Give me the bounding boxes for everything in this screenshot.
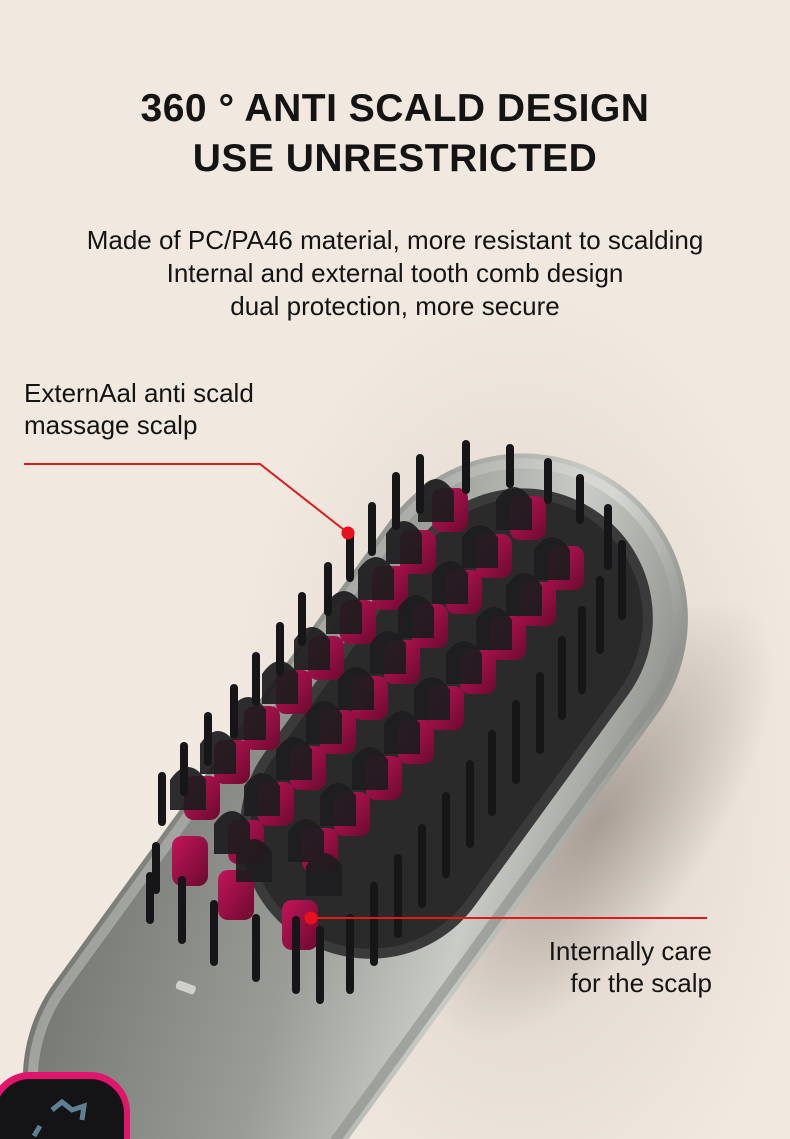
description-line-1: Made of PC/PA46 material, more resistant… [86, 225, 704, 255]
callout-leader-internal [304, 911, 707, 925]
description-line-3: dual protection, more secure [230, 291, 560, 321]
bristle-grid [146, 440, 626, 1004]
callout-external-line-2: massage scalp [24, 410, 198, 440]
lcd-display [0, 1072, 130, 1139]
callout-external-label: ExternAal anti scald massage scalp [24, 377, 254, 441]
callout-internal-label: Internally care for the scalp [549, 935, 712, 999]
description-line-2: Internal and external tooth comb design [166, 258, 624, 288]
callout-external-line-1: ExternAal anti scald [24, 378, 254, 408]
callout-internal-line-2: for the scalp [570, 968, 712, 998]
side-button [175, 980, 196, 995]
callout-internal-line-1: Internally care [548, 936, 712, 966]
brush-shadow [425, 597, 775, 1043]
headline-line-1: 360 ° ANTI SCALD DESIGN [140, 87, 650, 130]
callout-leader-external [24, 463, 355, 540]
headline: 360 ° ANTI SCALD DESIGN USE UNRESTRICTED [0, 84, 790, 184]
headline-line-2: USE UNRESTRICTED [192, 137, 598, 180]
display-symbol-icon [31, 1098, 88, 1138]
description: Made of PC/PA46 material, more resistant… [0, 224, 790, 323]
